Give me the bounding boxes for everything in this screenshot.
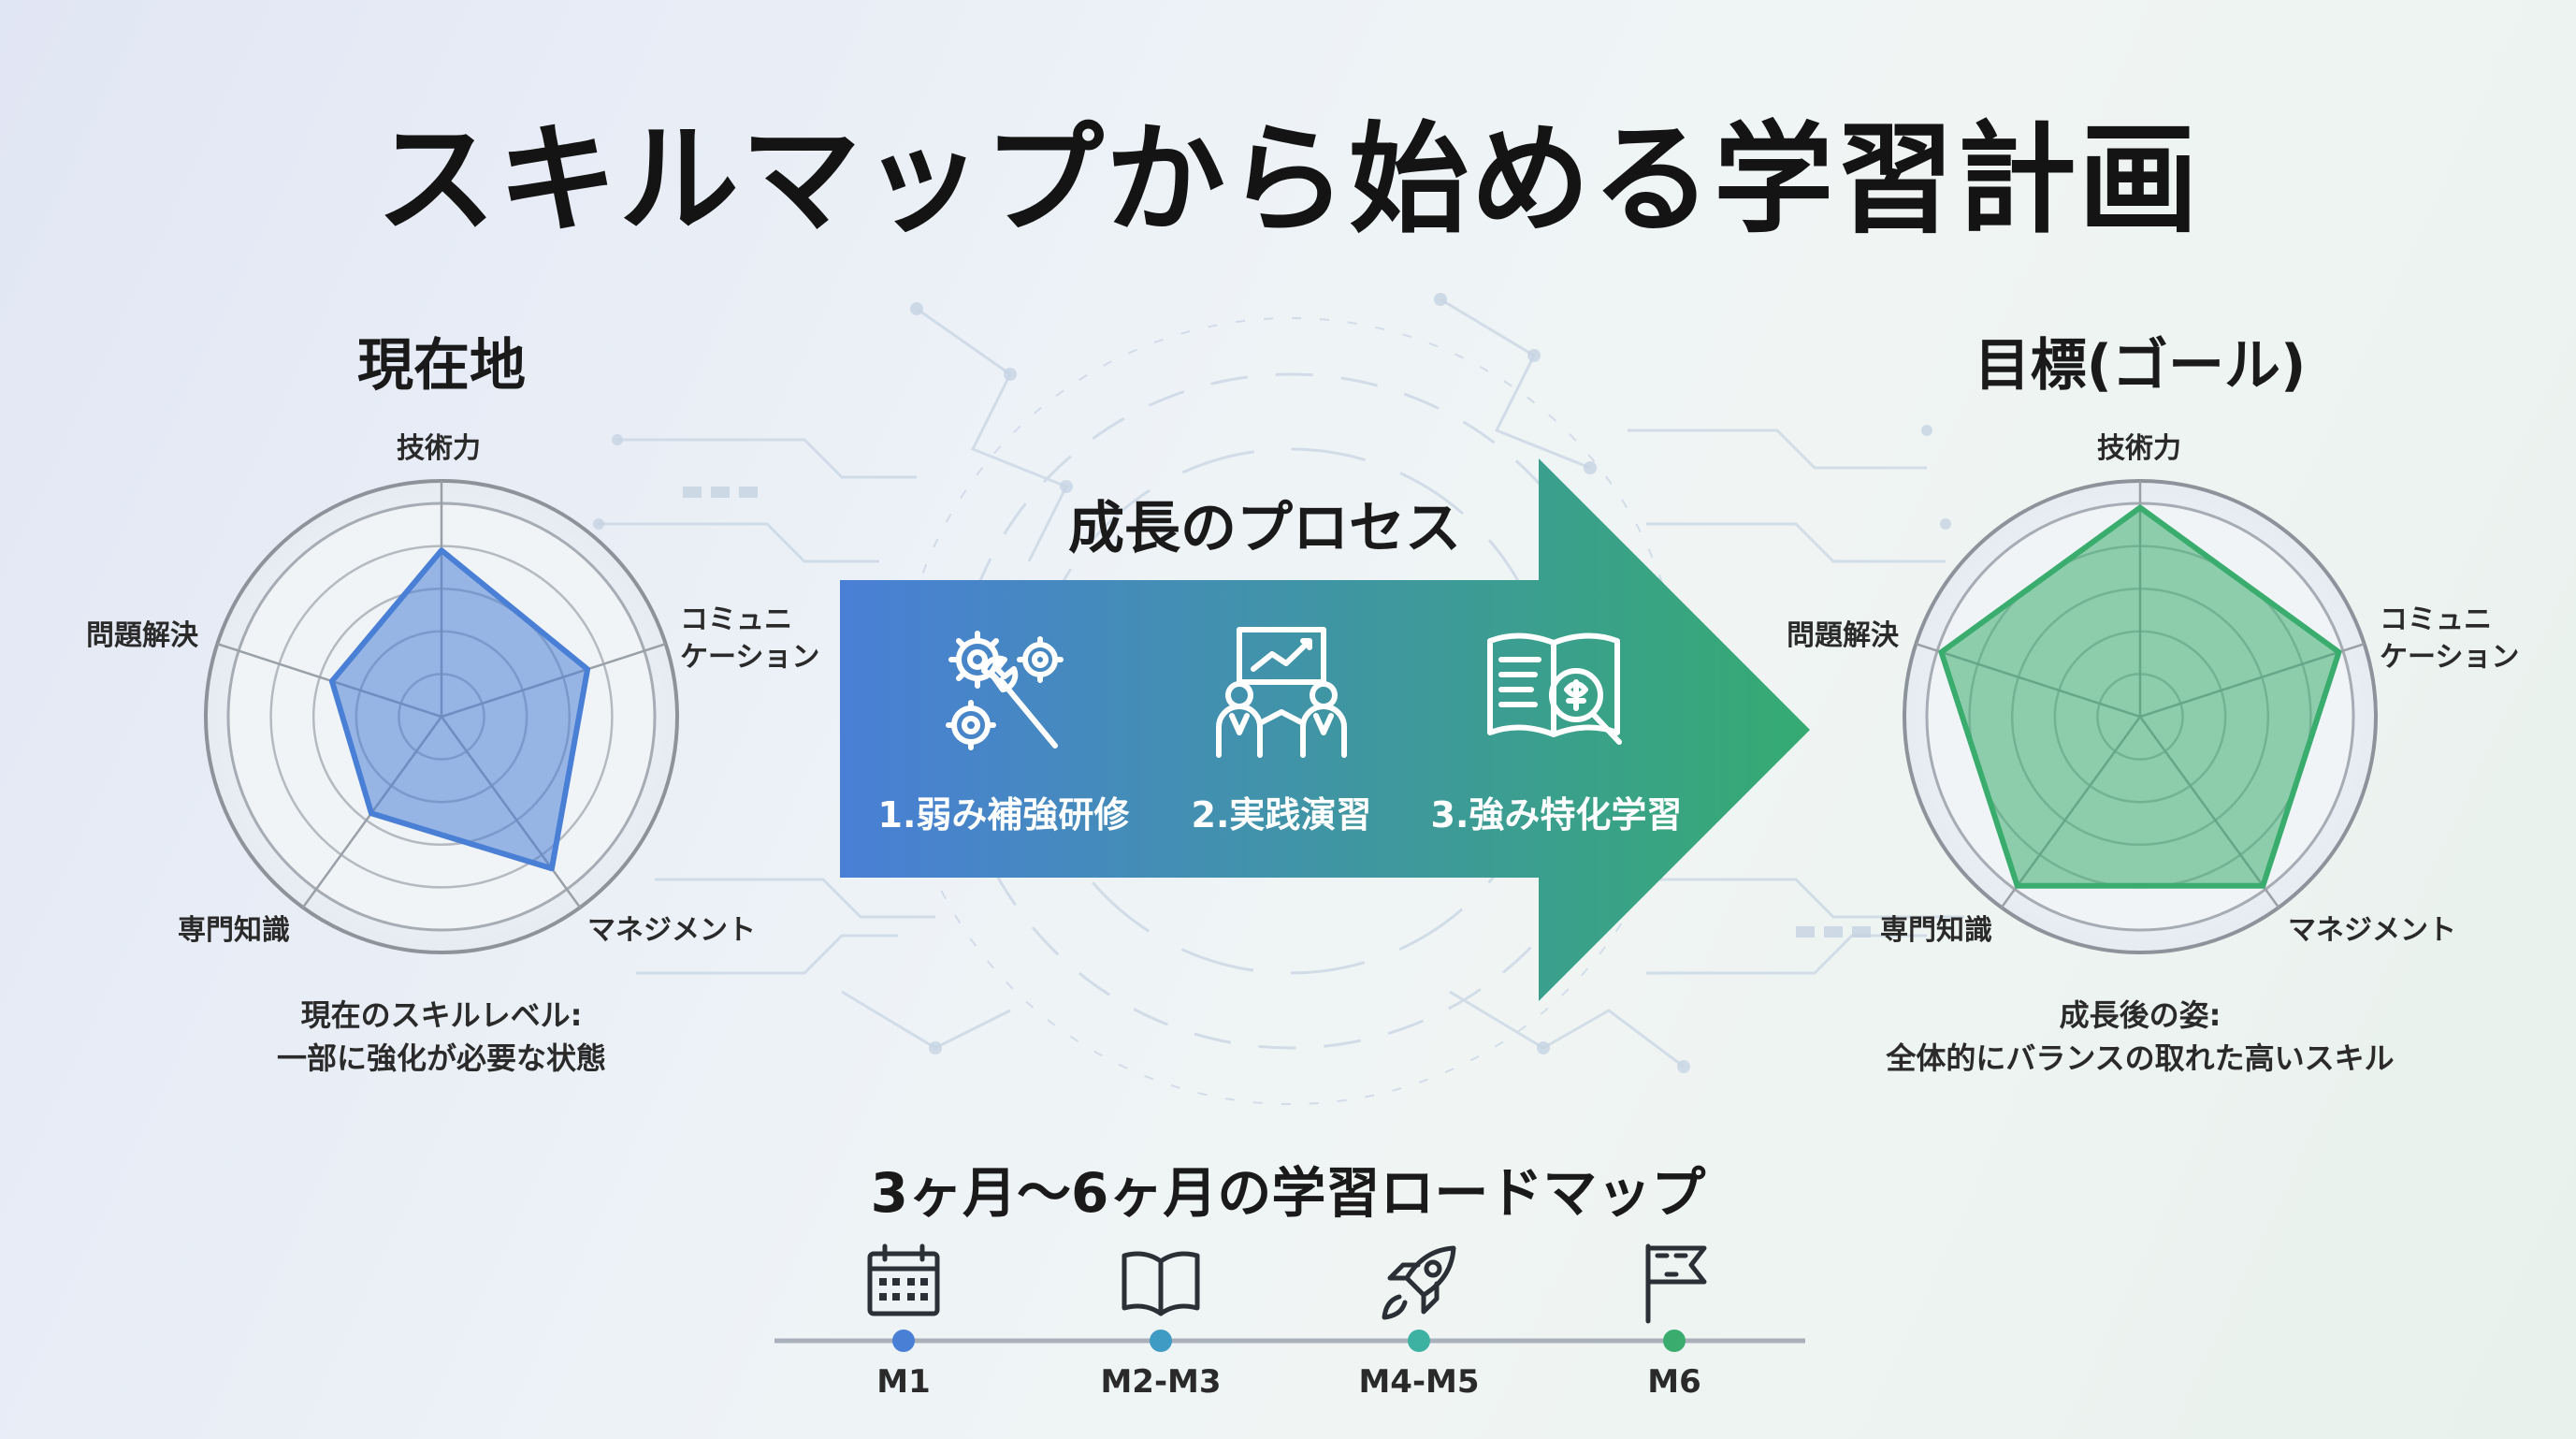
milestone-label-m4-m5: M4-M5 (1358, 1363, 1480, 1401)
current-axis-communication-2: ケーション (680, 641, 820, 674)
goal-axis-problem-solving: 問題解決 (1787, 619, 1899, 652)
current-axis-management: マネジメント (587, 914, 756, 947)
current-caption-line1: 現在のスキルレベル: (300, 997, 583, 1033)
book-magnifier-brain-icon (1487, 632, 1622, 745)
current-skill-polygon (328, 547, 591, 872)
current-caption-line2: 一部に強化が必要な状態 (276, 1040, 607, 1076)
milestone-dot-m6 (1663, 1330, 1686, 1352)
roadmap-title: 3ヶ月〜6ヶ月の学習ロードマップ (870, 1161, 1706, 1225)
milestone-dot-m2-m3 (1150, 1330, 1172, 1352)
goal-axis-communication-2: ケーション (2380, 641, 2520, 674)
flag-icon (1645, 1243, 1707, 1324)
current-axis-expertise: 専門知識 (178, 914, 290, 947)
milestone-label-m2-m3: M2-M3 (1100, 1363, 1222, 1401)
milestone-dot-m4-m5 (1408, 1330, 1430, 1352)
goal-axis-management: マネジメント (2288, 914, 2456, 947)
calendar-icon (867, 1243, 940, 1316)
current-caption: 現在のスキルレベル: 一部に強化が必要な状態 (277, 994, 606, 1080)
goal-caption-line1: 成長後の姿: (2059, 997, 2221, 1033)
process-step-3: 3.強み特化学習 (1430, 794, 1683, 836)
milestone-label-m6: M6 (1647, 1363, 1701, 1401)
page-title: スキルマップから始める学習計画 (375, 110, 2200, 250)
current-axis-technical: 技術力 (397, 432, 481, 465)
current-heading: 現在地 (357, 333, 526, 399)
goal-heading: 目標(ゴール) (1974, 333, 2307, 399)
gears-wrench-icon (946, 631, 1064, 750)
goal-axis-communication-1: コミュニ (2380, 603, 2492, 636)
milestone-dot-m1 (892, 1330, 915, 1352)
rocket-icon (1382, 1245, 1456, 1320)
current-axis-communication-1: コミュニ (680, 603, 792, 636)
process-step-1: 1.弱み補強研修 (877, 794, 1130, 836)
open-book-icon (1122, 1251, 1200, 1316)
goal-caption: 成長後の姿: 全体的にバランスの取れた高いスキル (1886, 994, 2394, 1080)
goal-skill-polygon (1938, 504, 2342, 889)
process-title: 成長のプロセス (1068, 496, 1461, 561)
goal-axis-technical: 技術力 (2097, 432, 2181, 465)
milestone-label-m1: M1 (876, 1363, 931, 1401)
process-step-2: 2.実践演習 (1191, 794, 1372, 836)
goal-caption-line2: 全体的にバランスの取れた高いスキル (1886, 1040, 2395, 1076)
current-axis-problem-solving: 問題解決 (86, 619, 198, 652)
team-whiteboard-icon (1216, 627, 1347, 758)
goal-axis-expertise: 専門知識 (1880, 914, 1992, 947)
